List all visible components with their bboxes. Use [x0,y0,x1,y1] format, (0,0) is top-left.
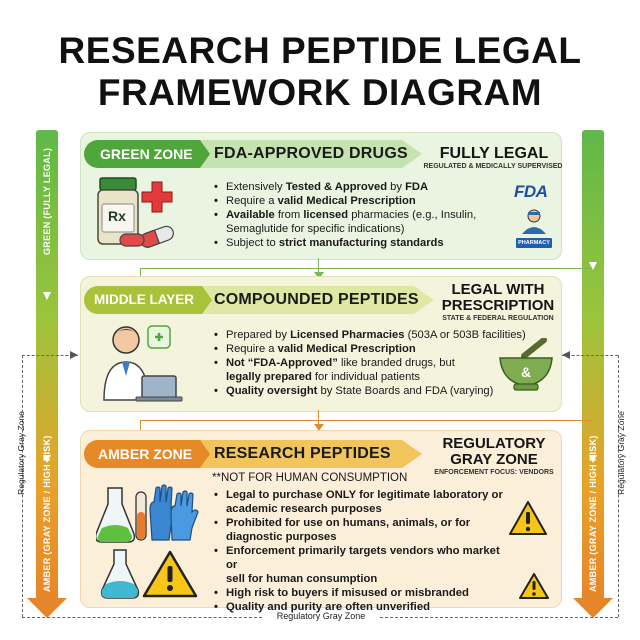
middle-layer-banner [84,286,434,314]
gray-arrow-right-head [562,351,570,359]
list-item: Legal to purchase ONLY for legitimate la… [214,488,514,502]
page-title-line-1: RESEARCH PEPTIDE LEGAL [58,30,582,71]
middle-bullet-list: Prepared by Licensed Pharmacies (503A or… [214,328,534,398]
right-arrow-head [573,598,613,618]
green-zone-label: GREEN ZONE [100,146,193,162]
mortar-symbol: & [520,364,532,380]
right-down-marker-2 [589,455,597,463]
amber-status-sub: ENFORCEMENT FOCUS: VENDORS [434,469,554,476]
list-item-continuation: diagnostic purposes [226,531,337,543]
middle-status-line-1: LEGAL WITH [451,281,545,298]
amber-zone-label: AMBER ZONE [98,446,193,462]
connector-green-left-drop [140,268,141,282]
middle-status-sub: STATE & FEDERAL REGULATION [442,315,554,322]
connector-middle-left [140,420,592,421]
flask-warning-icon [100,549,198,599]
fda-logo: FDA [514,182,548,201]
connector-green-left [140,268,592,269]
left-label-green: GREEN (FULLY LEGAL) [42,147,52,255]
left-risk-gradient-arrow [36,130,58,602]
not-for-human-consumption: **NOT FOR HUMAN CONSUMPTION [212,472,408,484]
list-item: Quality and purity are often unverified [214,600,514,614]
gray-arrow-left-head [70,351,78,359]
gray-zone-line-bottom-left [22,617,262,618]
left-down-marker-1 [43,292,51,300]
pharmacy-label: PHARMACY [516,238,552,248]
gray-zone-label-right: Regulatory Gray Zone [616,411,626,495]
page-title-line-2: FRAMEWORK DIAGRAM [97,72,543,113]
list-item-continuation: academic research purposes [226,503,382,515]
middle-status-line-2: PRESCRIPTION [441,297,555,314]
list-item: High risk to buyers if misused or misbra… [214,586,514,600]
amber-status-line-1: REGULATORY [442,435,546,452]
gray-zone-line-bottom-right [380,617,618,618]
amber-zone-banner [84,440,422,468]
connector-green-center-head [314,272,324,279]
list-item: Not “FDA-Approved” like branded drugs, b… [214,356,534,370]
amber-status-line-2: GRAY ZONE [450,451,538,468]
left-arrow-head [27,598,67,618]
pharmacist-laptop-icon [103,325,183,402]
gray-zone-label-left: Regulatory Gray Zone [16,411,26,495]
middle-layer-title: COMPOUNDED PEPTIDES [214,291,419,308]
list-item: Require a valid Medical Prescription [214,342,534,356]
left-down-marker-2 [43,455,51,463]
lab-flask-gloves-icon [96,484,199,543]
list-item: Enforcement primarily targets vendors wh… [214,544,514,572]
connector-green-center [318,258,319,274]
list-item: Subject to strict manufacturing standard… [214,236,524,250]
gray-zone-line-left [22,355,23,617]
right-down-marker-1 [589,262,597,270]
list-item: Require a valid Medical Prescription [214,194,524,208]
amber-bullet-list: Legal to purchase ONLY for legitimate la… [214,488,514,614]
list-item-continuation: Semaglutide for specific indications) [226,223,405,235]
list-item: Available from licensed pharmacies (e.g.… [214,208,524,222]
gray-zone-line-right-top [562,355,618,356]
right-risk-gradient-arrow [582,130,604,602]
list-item-continuation: legally prepared for individual patients [226,371,421,383]
connector-middle-center [318,410,319,424]
amber-zone-title: RESEARCH PEPTIDES [214,445,391,462]
mortar-pestle-icon [499,338,553,391]
warning-icon [509,501,547,535]
pharmacist-icon [522,209,546,234]
medicine-bottle-icon [97,177,174,248]
green-status-sub: REGULATED & MEDICALLY SUPERVISED [423,163,563,170]
list-item: Prohibited for use on humans, animals, o… [214,516,514,530]
green-zone-banner [84,140,422,168]
gray-zone-label-bottom: Regulatory Gray Zone [276,611,366,621]
connector-middle-center-head [314,424,324,431]
right-label-amber: AMBER (GRAY ZONE / HIGH RISK) [588,435,598,592]
gray-zone-line-left-top [22,355,78,356]
green-zone-title: FDA-APPROVED DRUGS [214,145,408,162]
green-status: FULLY LEGAL [439,145,549,162]
list-item: Extensively Tested & Approved by FDA [214,180,524,194]
green-bullet-list: Extensively Tested & Approved by FDA Req… [214,180,524,250]
left-label-amber: AMBER (GRAY ZONE / HIGH RISK) [42,435,52,592]
connector-middle-left-drop [140,420,141,434]
gray-zone-line-right [618,355,619,617]
rx-label: Rx [108,208,126,224]
list-item: Quality oversight by State Boards and FD… [214,384,534,398]
warning-icon-small [519,573,549,599]
list-item: Prepared by Licensed Pharmacies (503A or… [214,328,534,342]
middle-layer-label: MIDDLE LAYER [94,292,195,307]
list-item-continuation: sell for human consumption [226,573,378,585]
